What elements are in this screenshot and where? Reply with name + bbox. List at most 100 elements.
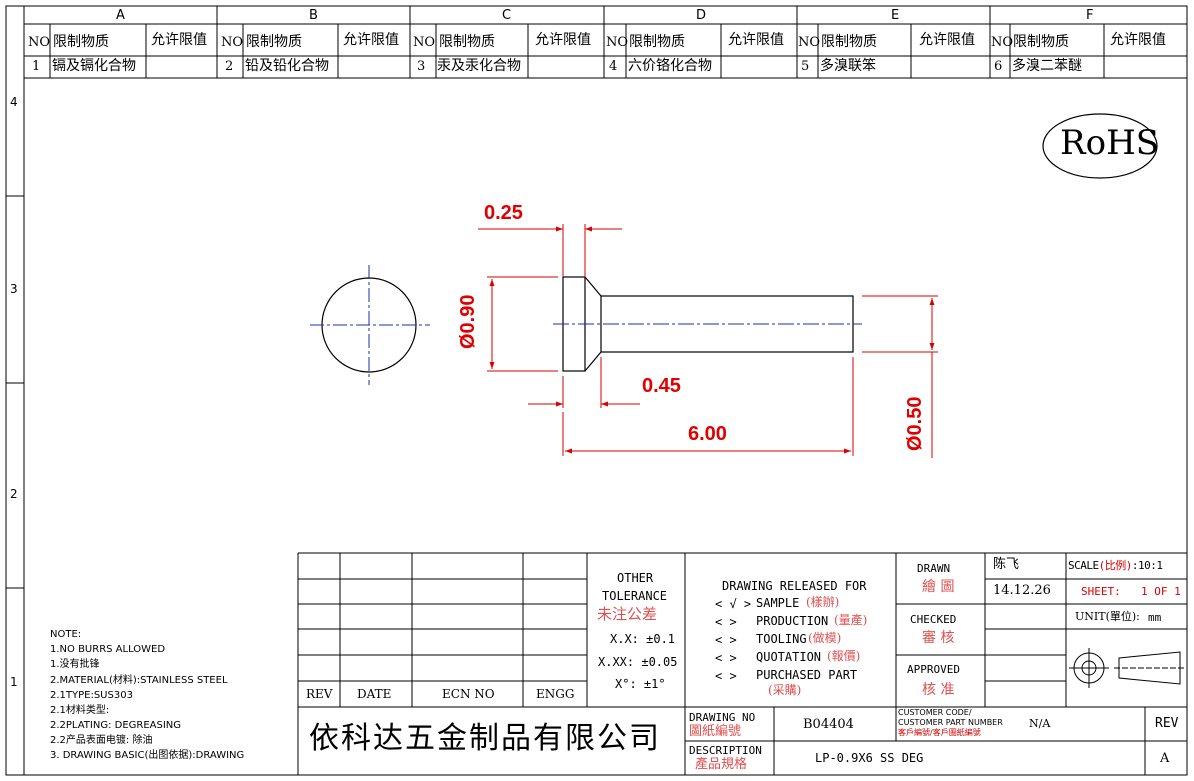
- release-sample: SAMPLE: [756, 596, 800, 610]
- substance-name: 镉及镉化合物: [52, 58, 136, 74]
- description-value: LP-0.9X6 SS DEG: [815, 751, 924, 765]
- checked-label: CHECKED: [910, 613, 957, 626]
- release-production: PRODUCTION: [756, 614, 829, 628]
- sheet-value: 1 OF 1: [1141, 585, 1181, 598]
- header-substance: 限制物质: [439, 34, 495, 50]
- header-substance: 限制物质: [821, 34, 877, 50]
- scale-label: SCALE(比例):10:1: [1068, 559, 1163, 572]
- customer-code-label: CUSTOMER PART NUMBER: [898, 718, 1003, 727]
- sheet-label: SHEET:: [1081, 585, 1121, 598]
- tolerance-xx: X.X: ±0.1: [610, 632, 676, 646]
- release-mark: < >: [715, 651, 737, 665]
- note-line: NOTE:: [50, 629, 82, 640]
- tolerance-xxx: X.XX: ±0.05: [598, 655, 678, 669]
- release-sample-cn: (樣辦): [806, 595, 840, 609]
- header-substance: 限制物质: [246, 34, 302, 50]
- header-substance: 限制物质: [1013, 34, 1069, 50]
- drawn-label: DRAWN: [917, 562, 951, 575]
- header-no: NO: [798, 35, 821, 50]
- drawing-no-label-cn: 圖紙編號: [689, 724, 742, 739]
- drawn-label-cn: 繪 圖: [922, 579, 955, 595]
- date-header: DATE: [357, 687, 392, 701]
- header-limit: 允许限值: [343, 32, 399, 48]
- checked-label-cn: 審 核: [922, 630, 955, 646]
- release-mark: < >: [715, 615, 737, 629]
- header-no: NO: [413, 35, 436, 50]
- description-label: DESCRIPTION: [689, 744, 762, 757]
- zone-label-b: B: [309, 8, 318, 23]
- substance-no: 2: [225, 59, 234, 74]
- note-line: 2.1TYPE:SUS303: [50, 690, 133, 701]
- note-line: 2.2PLATING: DEGREASING: [50, 720, 182, 731]
- company-name: 依科达五金制品有限公司: [309, 721, 661, 756]
- description-label-cn: 產品規格: [695, 757, 748, 772]
- ecn-header: ECN NO: [442, 687, 495, 701]
- zone-label-d: D: [696, 8, 707, 23]
- header-limit: 允许限值: [535, 32, 591, 48]
- header-limit: 允许限值: [728, 32, 784, 48]
- drawn-date: 14.12.26: [993, 583, 1051, 598]
- dimension-lines: [478, 224, 938, 458]
- note-line: 2.1材料类型:: [50, 705, 110, 716]
- note-line: 2.MATERIAL(材料):STAINLESS STEEL: [50, 675, 228, 686]
- tolerance-title-cn: 未注公差: [597, 605, 658, 623]
- zone-label-a: A: [116, 8, 125, 23]
- rohs-label: RoHS: [1060, 123, 1160, 163]
- substance-no: 3: [417, 59, 426, 74]
- customer-code-label: CUSTOMER CODE/: [898, 708, 972, 717]
- release-quotation: QUOTATION: [756, 650, 822, 664]
- header-substance: 限制物质: [629, 34, 685, 50]
- rev-value: A: [1160, 751, 1170, 766]
- header-limit: 允许限值: [919, 32, 975, 48]
- tolerance-title: TOLERANCE: [602, 589, 668, 603]
- header-no: NO: [606, 35, 629, 50]
- rohs-badge-outline: [1042, 113, 1158, 179]
- outer-border: [5, 5, 1188, 776]
- substance-no: 4: [609, 59, 618, 74]
- zone-label-e: E: [891, 8, 900, 23]
- title-block-grid: [297, 552, 1187, 775]
- substance-no: 5: [801, 59, 810, 74]
- substance-no: 6: [994, 59, 1003, 74]
- row-label-3: 3: [10, 282, 18, 296]
- engg-header: ENGG: [536, 687, 575, 701]
- pin-profile: [553, 276, 862, 372]
- zone-label-f: F: [1086, 8, 1094, 23]
- header-limit: 允许限值: [151, 32, 207, 48]
- release-purchased: PURCHASED PART: [756, 668, 858, 682]
- dim-chamfer: 0.45: [642, 375, 681, 397]
- restricted-table-grid: [24, 24, 1187, 79]
- substance-no: 1: [32, 59, 41, 74]
- header-no: NO: [28, 35, 51, 50]
- rev-label: REV: [1155, 716, 1179, 731]
- note-line: 1.没有批锋: [50, 659, 100, 670]
- substance-name: 汞及汞化合物: [437, 58, 521, 74]
- row-label-1: 1: [10, 675, 18, 689]
- substance-name: 多溴二苯醚: [1012, 58, 1082, 74]
- drawing-no-value: B04404: [803, 717, 854, 732]
- release-tooling: TOOLING: [756, 632, 807, 646]
- header-no: NO: [991, 35, 1014, 50]
- header-no: NO: [221, 35, 244, 50]
- dim-shank-diameter: Ø0.50: [904, 396, 926, 451]
- substance-name: 铅及铅化合物: [245, 58, 329, 74]
- tolerance-title: OTHER: [617, 571, 654, 585]
- release-purchased-cn: (采購): [768, 683, 802, 697]
- substance-name: 多溴联笨: [820, 58, 876, 74]
- approved-label-cn: 核 准: [922, 682, 955, 698]
- header-substance: 限制物质: [53, 34, 109, 50]
- release-mark: < >: [715, 633, 737, 647]
- note-line: 1.NO BURRS ALLOWED: [50, 644, 166, 655]
- drawing-no-label: DRAWING NO: [689, 711, 756, 724]
- dim-length: 6.00: [688, 423, 727, 445]
- release-mark: < √ >: [715, 597, 752, 611]
- unit-label: UNIT(單位):: [1075, 610, 1140, 623]
- projection-symbol: [1069, 648, 1185, 688]
- release-title: DRAWING RELEASED FOR: [722, 579, 867, 593]
- rev-header: REV: [306, 687, 333, 701]
- header-limit: 允许限值: [1110, 32, 1166, 48]
- release-tooling-cn: (做模): [808, 631, 842, 645]
- row-label-4: 4: [10, 95, 18, 109]
- release-quotation-cn: (報價): [827, 649, 861, 663]
